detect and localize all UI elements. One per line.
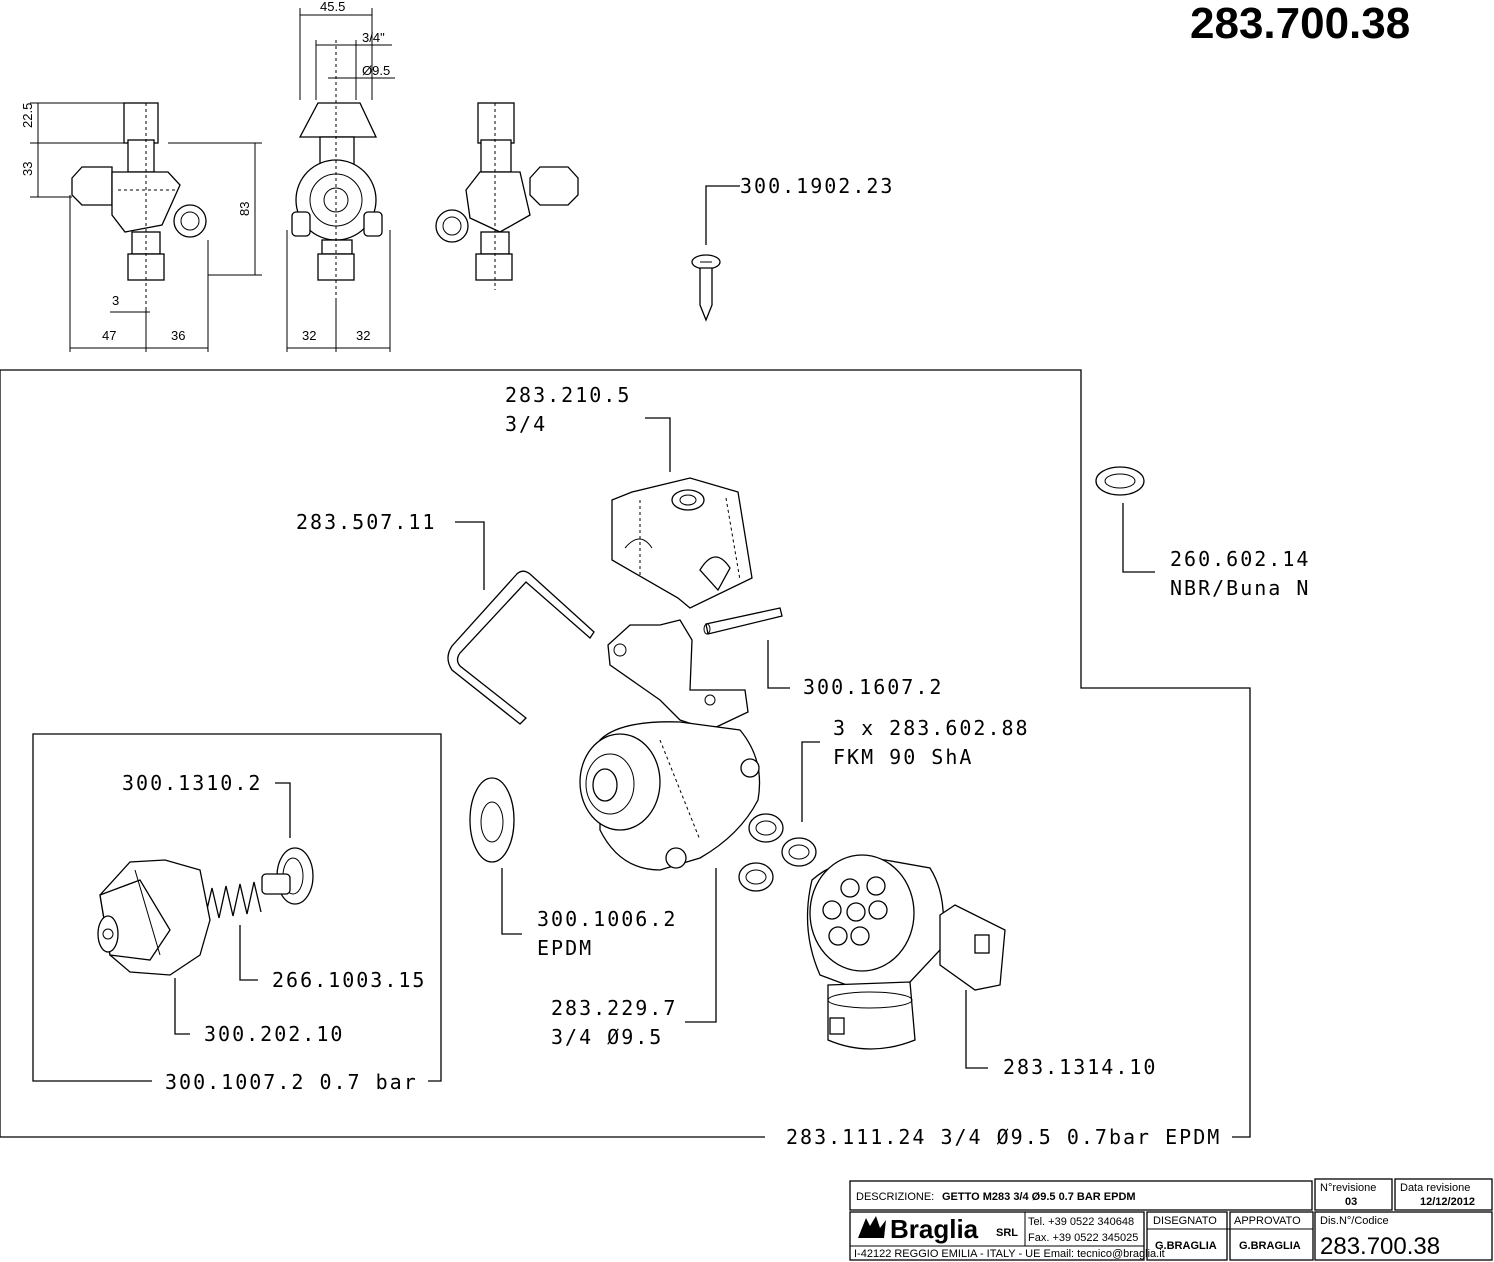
pin-part xyxy=(703,607,790,689)
label-oring-material: NBR/Buna N xyxy=(1170,576,1310,600)
label-diaphragm-code: 300.1006.2 xyxy=(537,907,677,931)
approved-value: G.BRAGLIA xyxy=(1239,1240,1301,1252)
label-body-top-size: 3/4 xyxy=(505,412,547,436)
rev-value: 03 xyxy=(1345,1196,1357,1208)
descr-value: GETTO M283 3/4 Ø9.5 0.7 BAR EPDM xyxy=(942,1191,1136,1203)
label-spring: 266.1003.15 xyxy=(272,968,426,992)
label-diaphragm-material: EPDM xyxy=(537,936,593,960)
dim-36: 36 xyxy=(171,328,185,343)
main-body-part xyxy=(579,619,761,1023)
drawn-value: G.BRAGLIA xyxy=(1155,1240,1217,1252)
drawn-label: DISEGNATO xyxy=(1153,1215,1217,1227)
fax: Fax. +39 0522 345025 xyxy=(1028,1232,1138,1244)
check-valve-frame xyxy=(32,733,442,1082)
front-view xyxy=(291,40,383,300)
label-oring-code: 260.602.14 xyxy=(1170,547,1310,571)
address: I-42122 REGGIO EMILIA - ITALY - UE Email… xyxy=(854,1248,1165,1260)
company-logo: Braglia SRL xyxy=(858,1214,1018,1244)
company-suffix: SRL xyxy=(996,1227,1018,1239)
assembly-frame xyxy=(0,369,1251,1138)
label-valve-stem: 300.1310.2 xyxy=(122,771,262,795)
descr-label: DESCRIZIONE: xyxy=(856,1191,934,1203)
oring-part xyxy=(1095,466,1155,573)
label-body-code: 283.229.7 xyxy=(551,996,677,1020)
label-clip: 283.507.11 xyxy=(296,510,436,534)
screw-part xyxy=(691,185,740,322)
tel: Tel. +39 0522 340648 xyxy=(1028,1216,1134,1228)
dim-22-5: 22.5 xyxy=(20,103,35,128)
title-block xyxy=(849,1178,1493,1261)
clip-part xyxy=(447,521,595,725)
code-label: Dis.N°/Codice xyxy=(1320,1215,1389,1227)
drawing-number: 283.700.38 xyxy=(1190,0,1410,48)
dimension-lines xyxy=(30,8,395,352)
label-body-top-code: 283.210.5 xyxy=(505,383,631,407)
label-screw: 300.1902.23 xyxy=(740,174,894,198)
dim-47: 47 xyxy=(102,328,116,343)
valve-stem-part xyxy=(261,782,314,905)
label-assembly: 283.111.24 3/4 Ø9.5 0.7bar EPDM xyxy=(786,1125,1221,1149)
rev-label: N°revisione xyxy=(1320,1182,1376,1194)
orthographic-views: 45.5 3/4" Ø9.5 22.5 33 83 3 47 36 32 32 xyxy=(20,0,579,352)
dim-83: 83 xyxy=(237,202,252,216)
label-pin: 300.1607.2 xyxy=(803,675,943,699)
label-body-size: 3/4 Ø9.5 xyxy=(551,1025,663,1049)
dim-3-4: 3/4" xyxy=(362,30,385,45)
rear-view xyxy=(435,102,579,290)
code-value: 283.700.38 xyxy=(1320,1233,1440,1260)
diaphragm-part xyxy=(469,777,522,935)
turret-part xyxy=(806,854,1006,1069)
dim-33: 33 xyxy=(20,162,35,176)
dim-45-5: 45.5 xyxy=(320,0,345,14)
label-turret: 283.1314.10 xyxy=(1003,1055,1157,1079)
label-cap: 300.202.10 xyxy=(204,1022,344,1046)
dim-phi: Ø9.5 xyxy=(362,63,390,78)
label-check-valve: 300.1007.2 0.7 bar xyxy=(165,1070,418,1094)
label-seals-code: 3 x 283.602.88 xyxy=(833,716,1030,740)
dim-32-left: 32 xyxy=(302,328,316,343)
seals-part xyxy=(738,741,820,892)
label-seals-material: FKM 90 ShA xyxy=(833,745,973,769)
approved-label: APPROVATO xyxy=(1234,1215,1301,1227)
body-top-part xyxy=(611,417,753,609)
date-value: 12/12/2012 xyxy=(1420,1196,1475,1208)
dim-3: 3 xyxy=(112,293,119,308)
company-name: Braglia xyxy=(890,1214,979,1244)
cap-part xyxy=(97,859,211,1035)
spring-part xyxy=(204,881,262,981)
side-view xyxy=(71,102,207,310)
dim-32-right: 32 xyxy=(356,328,370,343)
date-label: Data revisione xyxy=(1400,1182,1470,1194)
